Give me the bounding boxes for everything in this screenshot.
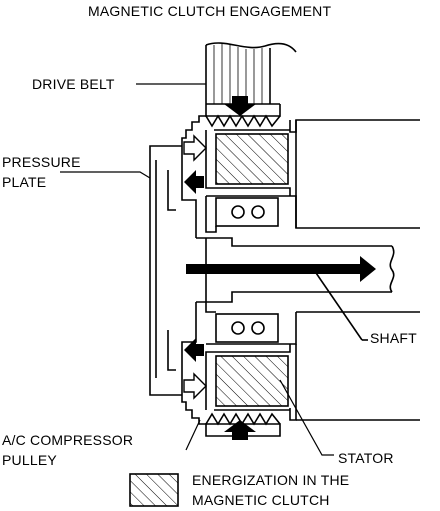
shaft <box>196 237 395 341</box>
arrow-plate-top-in <box>184 170 204 194</box>
pulley-bottom <box>181 302 420 437</box>
label-plate: PLATE <box>2 174 47 190</box>
leader-lines <box>60 83 334 456</box>
label-pulley-1: A/C COMPRESSOR <box>2 432 134 448</box>
label-stator: STATOR <box>338 450 394 466</box>
label-drive-belt: DRIVE BELT <box>32 76 115 92</box>
pulley-top <box>181 115 420 233</box>
diagram-title: MAGNETIC CLUTCH ENGAGEMENT <box>88 3 332 19</box>
arrow-plate-bottom-out <box>183 372 207 400</box>
arrow-belt-down <box>224 96 256 116</box>
label-shaft: SHAFT <box>370 330 417 346</box>
arrow-shaft <box>186 256 376 282</box>
drive-belt <box>205 42 297 128</box>
arrow-plate-bottom-in <box>184 338 204 362</box>
legend-line-2: MAGNETIC CLUTCH <box>192 492 330 508</box>
label-pressure: PRESSURE <box>2 154 81 170</box>
legend-line-1: ENERGIZATION IN THE <box>192 472 350 488</box>
pressure-plate <box>149 145 197 396</box>
arrow-plate-top-out <box>183 134 207 162</box>
legend-hatch-swatch <box>129 473 179 507</box>
label-pulley-2: PULLEY <box>2 452 57 468</box>
arrow-belt-up <box>224 420 256 440</box>
